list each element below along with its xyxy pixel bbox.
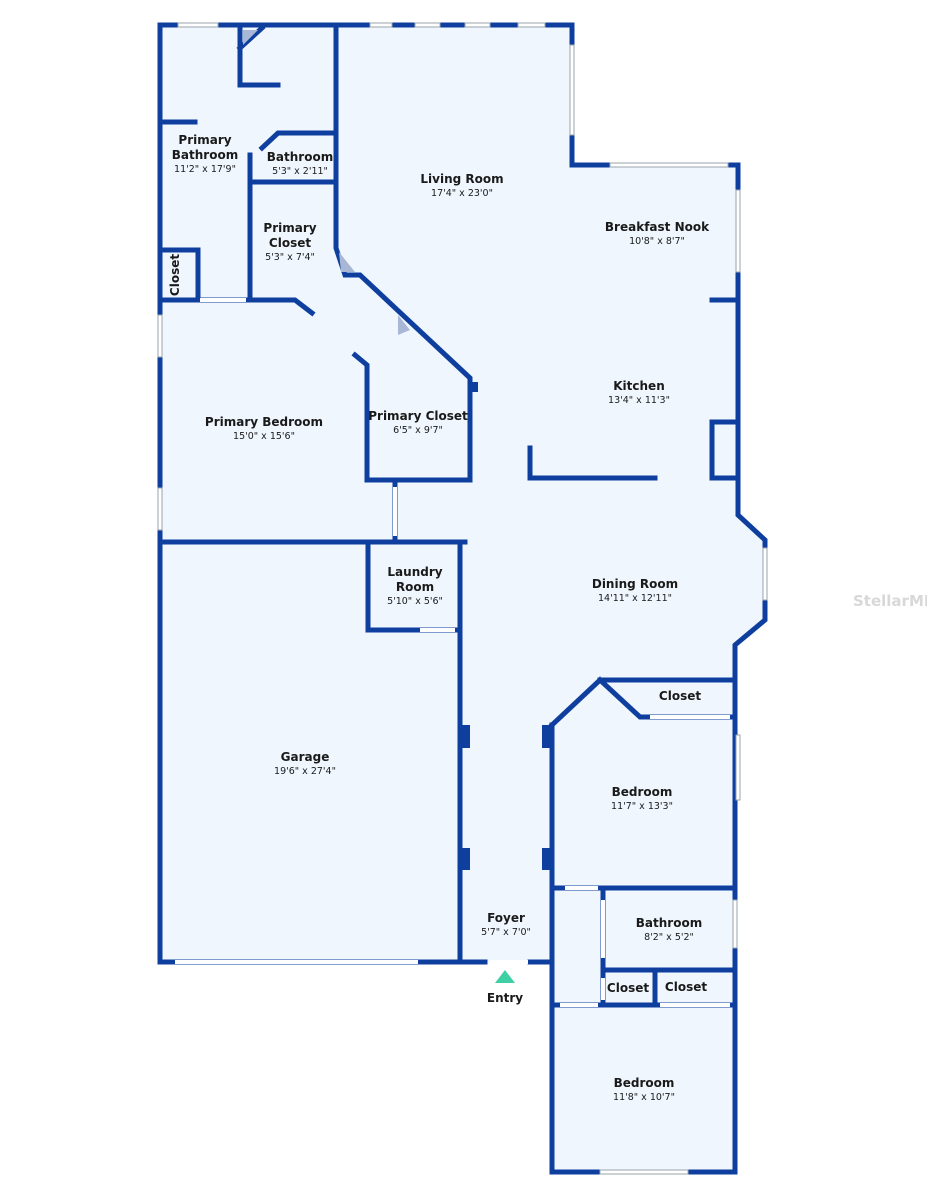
room-bedroom-1: Bedroom 11'7" x 13'3" [611,785,673,812]
room-label-text: 5'3" x 7'4" [265,252,315,263]
room-label-text: Bedroom [614,1076,675,1090]
room-label-text: Dining Room [592,577,678,591]
room-label-text: Room [396,580,434,594]
room-bathroom-small: Bathroom 5'3" x 2'11" [267,150,333,177]
room-label-text: 6'5" x 9'7" [393,425,443,436]
room-label-text: Primary Bedroom [205,415,323,429]
entry-label: Entry [487,991,523,1005]
room-label-text: 19'6" x 27'4" [274,766,336,777]
room-label-text: 11'8" x 10'7" [613,1092,675,1103]
room-label-text: Primary [178,133,231,147]
room-kitchen: Kitchen 13'4" x 11'3" [608,379,670,406]
room-label-text: Closet [168,254,182,296]
room-bathroom-2: Bathroom 8'2" x 5'2" [636,916,702,943]
room-label-text: Closet [659,689,701,703]
room-garage: Garage 19'6" x 27'4" [274,750,336,777]
windows [157,22,768,1175]
room-closet-2: Closet [659,689,701,703]
room-label-text: Bedroom [612,785,673,799]
room-primary-bedroom: Primary Bedroom 15'0" x 15'6" [205,415,323,442]
room-label-text: Closet [665,980,707,994]
room-label-text: 8'2" x 5'2" [644,932,694,943]
room-label-text: 11'2" x 17'9" [174,164,236,175]
room-primary-closet-2: Primary Closet 6'5" x 9'7" [368,409,468,436]
room-label-text: 10'8" x 8'7" [629,236,685,247]
room-label-text: Closet [269,236,311,250]
room-label-text: 14'11" x 12'11" [598,593,672,604]
room-closet-4: Closet [665,980,707,994]
room-label-text: Primary Closet [368,409,468,423]
room-label-text: Bathroom [172,148,238,162]
door-openings [175,298,730,1007]
room-dining-room: Dining Room 14'11" x 12'11" [592,577,678,604]
room-label-text: Laundry [387,565,442,579]
room-label-text: 5'7" x 7'0" [481,927,531,938]
room-label-text: Garage [281,750,330,764]
room-closet-1: Closet [168,254,182,296]
room-label-text: 5'3" x 2'11" [272,166,328,177]
hatched-chases [243,30,410,335]
room-bedroom-2: Bedroom 11'8" x 10'7" [613,1076,675,1103]
room-label-text: 11'7" x 13'3" [611,801,673,812]
room-label-text: 17'4" x 23'0" [431,188,493,199]
room-label-text: Living Room [420,172,503,186]
entry-arrow-icon [495,970,515,983]
room-label-text: Kitchen [613,379,665,393]
room-foyer: Foyer 5'7" x 7'0" [481,911,531,938]
room-label-text: Closet [607,981,649,995]
room-breakfast-nook: Breakfast Nook 10'8" x 8'7" [605,220,710,247]
room-label-text: 15'0" x 15'6" [233,431,295,442]
room-label-text: 5'10" x 5'6" [387,596,443,607]
room-closet-3: Closet [607,981,649,995]
room-label-text: Foyer [487,911,525,925]
room-living-room: Living Room 17'4" x 23'0" [420,172,503,199]
room-label-text: Breakfast Nook [605,220,710,234]
room-label-text: 13'4" x 11'3" [608,395,670,406]
room-label-text: Primary [263,221,316,235]
watermark: StellarMLS [853,592,927,610]
room-label-text: Bathroom [636,916,702,930]
room-label-text: Bathroom [267,150,333,164]
